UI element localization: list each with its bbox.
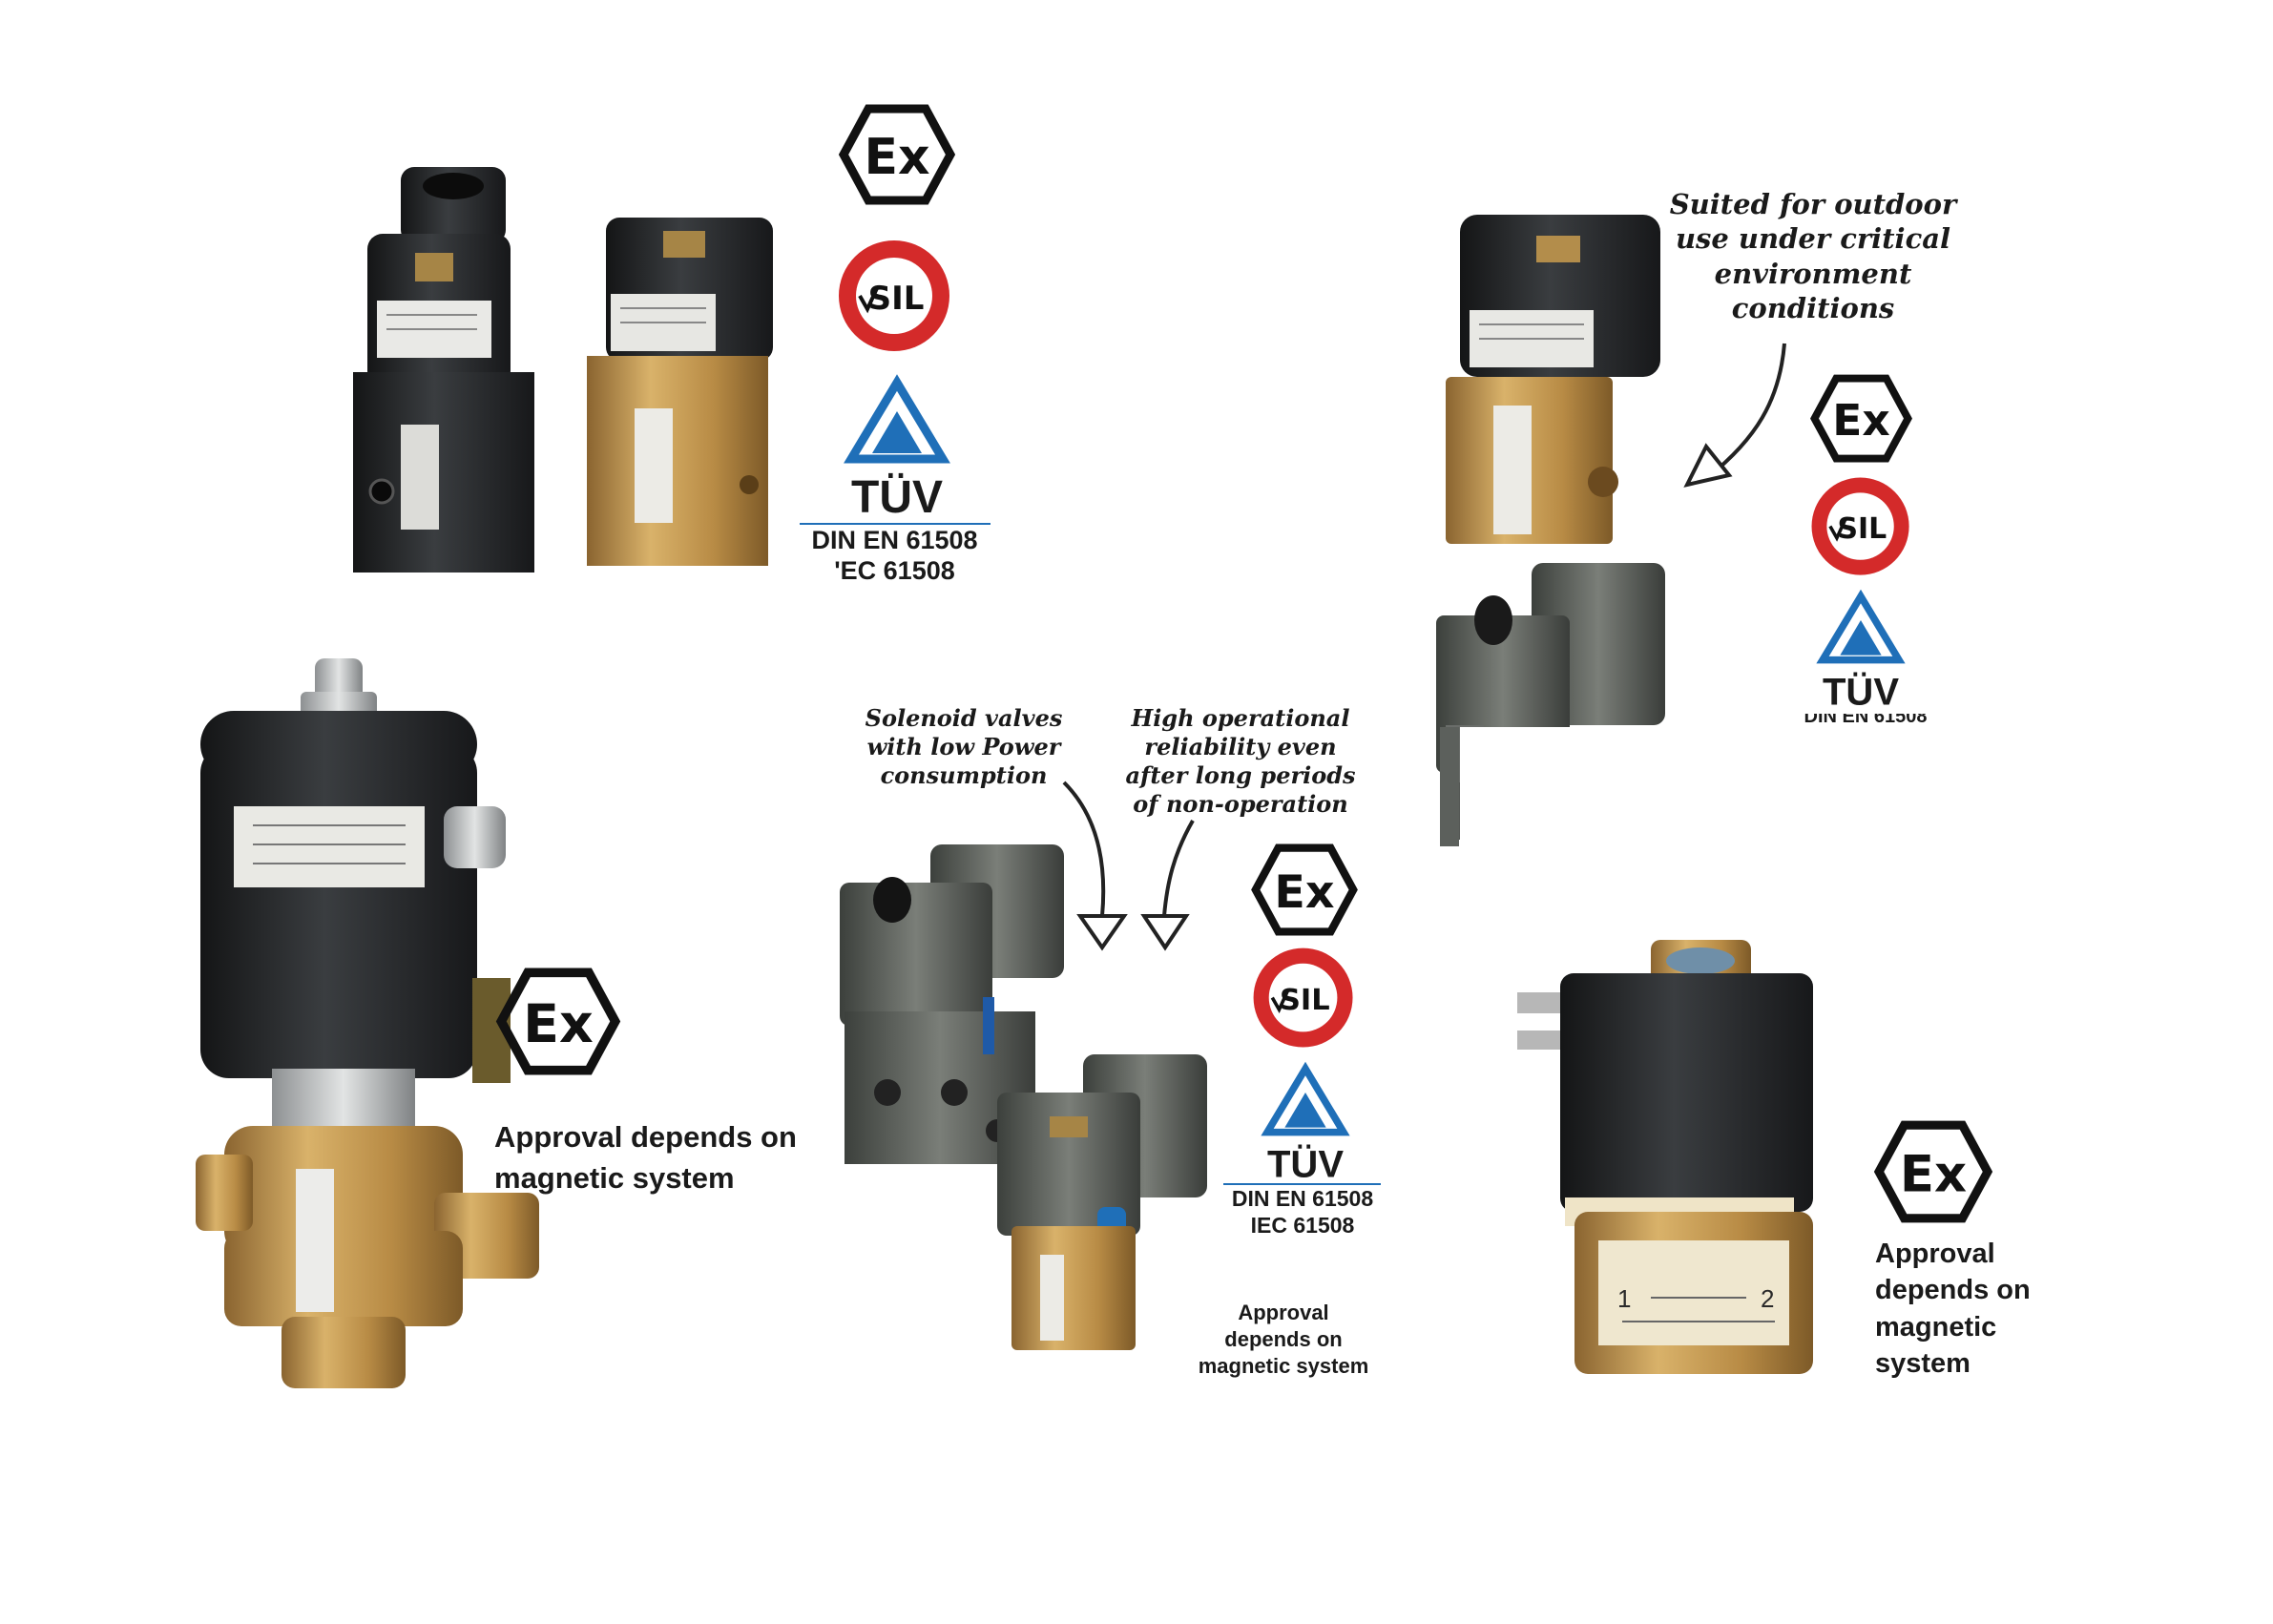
reliability-arrow [1140, 820, 1195, 951]
reliability-note: High operational reliability even after … [1125, 704, 1356, 818]
svg-text:Ex: Ex [1900, 1145, 1967, 1203]
outdoor-use-note: Suited for outdoor use under critical en… [1669, 188, 1957, 324]
iec-standard-label: IEC 61508 [1250, 1212, 1355, 1238]
din-standard-label: DIN EN 61508 [1231, 1186, 1374, 1211]
valve-black-body-image [353, 167, 534, 573]
ex-badge-icon: Ex [838, 104, 956, 205]
low-power-note: Solenoid valves with low Power consumpti… [865, 704, 1063, 789]
svg-text:2: 2 [1761, 1284, 1774, 1313]
svg-text:TÜV: TÜV [1267, 1142, 1344, 1185]
svg-text:SIL: SIL [1280, 984, 1330, 1017]
center-group-approval-caption: Approval depends on magnetic system [1198, 1301, 1369, 1379]
low-power-arrow [1062, 781, 1128, 951]
valve-grey-cropped-strip [1440, 727, 1459, 846]
din-standard-label: DIN EN 61508 [811, 526, 978, 554]
compact-valve-image: 1 2 [1517, 940, 1813, 1374]
svg-text:SIL: SIL [868, 280, 925, 318]
outdoor-note-arrow [1683, 343, 1786, 488]
svg-text:Ex: Ex [864, 129, 929, 186]
tuv-badge-icon-center: TÜV [1261, 1061, 1350, 1185]
crop-mask [1460, 727, 2013, 861]
ex-badge-icon-center: Ex [1251, 843, 1358, 936]
certification-standards-text: DIN EN 61508 'EC 61508 [797, 525, 992, 587]
compact-valve-approval-caption: Approval depends on magnetic system [1875, 1239, 2031, 1379]
svg-text:SIL: SIL [1837, 512, 1887, 546]
angle-valve-approval-caption: Approval depends on magnetic system [494, 1120, 797, 1196]
valve-brass-body-image [587, 218, 773, 566]
svg-text:1: 1 [1617, 1284, 1631, 1313]
ex-badge-icon-angle: Ex [495, 968, 621, 1075]
svg-text:Ex: Ex [523, 994, 594, 1055]
sil-badge-icon-right: SIL [1811, 477, 1909, 575]
sil-badge-icon: SIL [839, 240, 949, 351]
certification-standards-text-center: DIN EN 61508 IEC 61508 [1221, 1186, 1384, 1239]
tuv-underline [800, 523, 991, 525]
valve-brass-grey-coil-image [997, 1054, 1207, 1350]
ex-badge-icon-right: Ex [1810, 374, 1912, 463]
din-standard-label-cropped: DIN EN 61508 [1804, 714, 1928, 727]
svg-text:Ex: Ex [1274, 866, 1334, 919]
tuv-badge-icon-right: TÜV [1816, 589, 1906, 713]
iec-standard-label: 'EC 61508 [834, 556, 955, 586]
ex-badge-icon-compact: Ex [1873, 1120, 1993, 1223]
valve-outdoor-image [1446, 215, 1660, 544]
svg-text:TÜV: TÜV [1823, 670, 1899, 713]
sil-badge-icon-center: SIL [1253, 947, 1353, 1048]
svg-text:Ex: Ex [1832, 395, 1889, 446]
svg-text:TÜV: TÜV [851, 472, 943, 523]
tuv-underline-center [1223, 1183, 1381, 1185]
tuv-badge-icon: TÜV [844, 374, 950, 523]
angle-seat-valve-image [196, 658, 539, 1388]
